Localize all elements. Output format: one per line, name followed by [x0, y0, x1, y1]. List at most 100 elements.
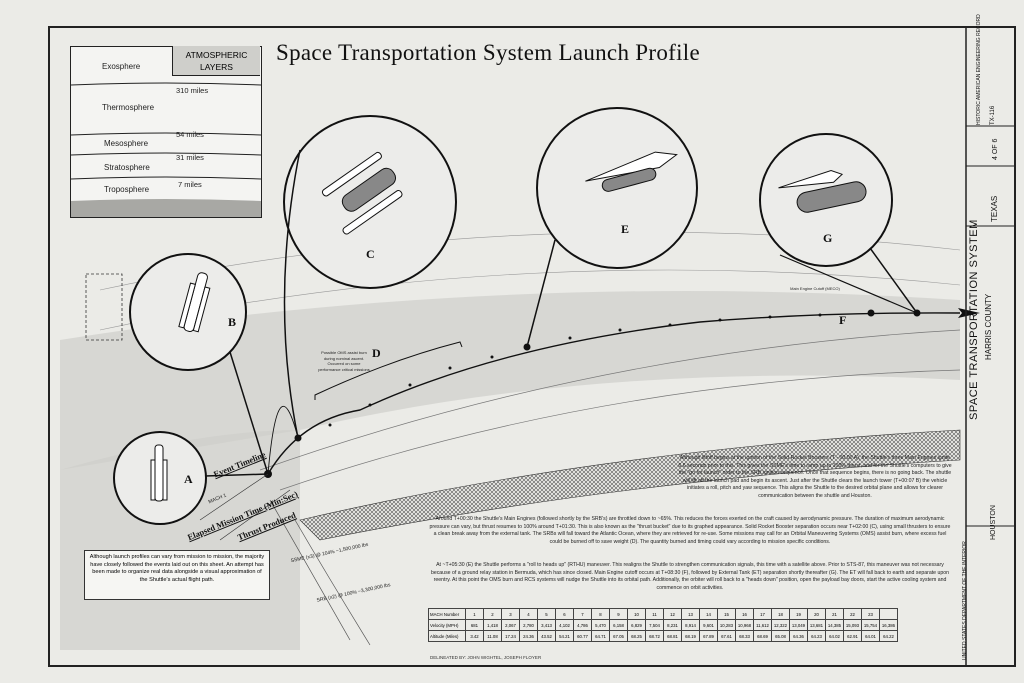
survey-name: HISTORIC AMERICAN ENGINEERING RECORD	[976, 14, 982, 125]
oms-bracket	[314, 341, 463, 400]
table-cell: 23	[861, 608, 880, 620]
table-cell: 10,283	[717, 619, 736, 631]
table-cell: 68.25	[627, 630, 646, 642]
table-cell: 7,504	[645, 619, 664, 631]
table-cell: 15,754	[861, 619, 880, 631]
table-cell: 4,786	[573, 619, 592, 631]
mach-table: MACH Number 1 2 3 4 5 6 7 8 9 10 11 12 1…	[428, 608, 898, 642]
thrust-band	[299, 429, 961, 541]
page-title: Space Transportation System Launch Profi…	[276, 40, 700, 65]
table-cell: 20	[807, 608, 826, 620]
table-cell: 2,780	[519, 619, 538, 631]
table-cell: 65.08	[771, 630, 790, 642]
table-cell: 8,914	[681, 619, 700, 631]
table-cell: 1,418	[483, 619, 502, 631]
callout-label-a: A	[184, 472, 193, 486]
table-cell: 19	[789, 608, 808, 620]
table-cell: 15	[717, 608, 736, 620]
layer-mesosphere: Mesosphere	[104, 139, 149, 148]
table-cell: 6,829	[627, 619, 646, 631]
agency-label: UNITED STATES DEPARTMENT OF THE INTERIOR	[962, 541, 968, 660]
table-cell: 68.69	[753, 630, 772, 642]
table-cell: 13,049	[789, 619, 808, 631]
table-cell	[879, 608, 898, 620]
flight-path	[267, 312, 961, 475]
table-cell: 12	[663, 608, 682, 620]
table-cell: 9,601	[699, 619, 718, 631]
table-cell: 62.91	[843, 630, 862, 642]
table-cell: 11,612	[753, 619, 772, 631]
table-cell: 5,470	[591, 619, 610, 631]
table-cell: 21	[825, 608, 844, 620]
paragraph-liftoff: Although liftoff begins at the ignition …	[678, 455, 952, 499]
table-cell: 17	[753, 608, 772, 620]
sheet-number: 4 OF 6	[992, 138, 999, 160]
altitude-54: 54 miles	[176, 130, 204, 139]
table-cell: 64.71	[591, 630, 610, 642]
table-row: Altitude (Miles) 3.42 11.08 17.24 24.36 …	[428, 630, 898, 642]
table-cell: 60.77	[573, 630, 592, 642]
altitude-31: 31 miles	[176, 153, 204, 162]
layer-thermosphere: Thermosphere	[102, 103, 155, 112]
paragraph-orbit: At ~T+05:30 (E) the Shuttle performs a "…	[430, 562, 950, 591]
table-cell: 13	[681, 608, 700, 620]
layer-troposphere: Troposphere	[104, 185, 150, 194]
table-cell: 14,385	[825, 619, 844, 631]
table-cell: 16	[735, 608, 754, 620]
row-label: MACH Number	[428, 608, 466, 620]
sheet-title: SPACE TRANSPORTATION SYSTEM	[968, 219, 980, 420]
table-cell: 1	[465, 608, 484, 620]
table-cell: 13,681	[807, 619, 826, 631]
callout-label-f: F	[839, 313, 847, 327]
table-cell: 5	[537, 608, 556, 620]
oms-note: Possible OMS assist burn during nominal …	[318, 350, 370, 372]
table-cell: 8,231	[663, 619, 682, 631]
table-cell: 3.42	[465, 630, 484, 642]
table-cell: 17.24	[501, 630, 520, 642]
callout-label-b: B	[228, 315, 237, 329]
table-cell: 68.19	[681, 630, 700, 642]
table-cell: 24.36	[519, 630, 538, 642]
table-cell: 7	[573, 608, 592, 620]
disclaimer-note: Although launch profiles can vary from m…	[84, 550, 270, 600]
atmospheric-layers-header: ATMOSPHERIC LAYERS	[172, 46, 260, 76]
table-cell: 67.89	[699, 630, 718, 642]
table-cell: 64.36	[789, 630, 808, 642]
table-cell: 16,386	[879, 619, 898, 631]
table-cell: 54.21	[555, 630, 574, 642]
table-cell: 11	[645, 608, 664, 620]
table-cell: 8	[591, 608, 610, 620]
layer-stratosphere: Stratosphere	[104, 163, 150, 172]
table-cell: 64.22	[879, 630, 898, 642]
dashed-box	[85, 273, 123, 341]
callout-label-d: D	[372, 346, 381, 360]
table-cell: 64.23	[807, 630, 826, 642]
table-cell: 68.81	[663, 630, 682, 642]
table-cell: 22	[843, 608, 862, 620]
table-row: MACH Number 1 2 3 4 5 6 7 8 9 10 11 12 1…	[428, 608, 898, 620]
table-cell: 67.61	[717, 630, 736, 642]
table-cell: 64.01	[861, 630, 880, 642]
county-label: HARRIS COUNTY	[984, 293, 993, 360]
city-label: HOUSTON	[990, 505, 997, 540]
table-cell: 15,093	[843, 619, 862, 631]
table-cell: 68.33	[735, 630, 754, 642]
callout-bubble-c	[283, 115, 457, 289]
table-row: Velocity (MPH) 681 1,418 2,067 2,780 3,4…	[428, 619, 898, 631]
survey-number: TX-116	[990, 105, 996, 125]
callout-label-g: G	[823, 231, 833, 245]
title-block-frame	[965, 26, 1016, 666]
row-label: Altitude (Miles)	[428, 630, 466, 642]
table-cell: 4	[519, 608, 538, 620]
table-cell: 11.08	[483, 630, 502, 642]
table-cell: 681	[465, 619, 484, 631]
state-label: TEXAS	[990, 195, 999, 222]
table-cell: 6	[555, 608, 574, 620]
altitude-310: 310 miles	[176, 86, 209, 95]
sheet-border	[48, 26, 1016, 667]
table-cell: 2,067	[501, 619, 520, 631]
atmosphere-layer-lines	[71, 82, 261, 217]
paragraph-ascent: Around T+00:30 the Shuttle's Main Engine…	[429, 516, 951, 545]
table-cell: 12,322	[771, 619, 790, 631]
